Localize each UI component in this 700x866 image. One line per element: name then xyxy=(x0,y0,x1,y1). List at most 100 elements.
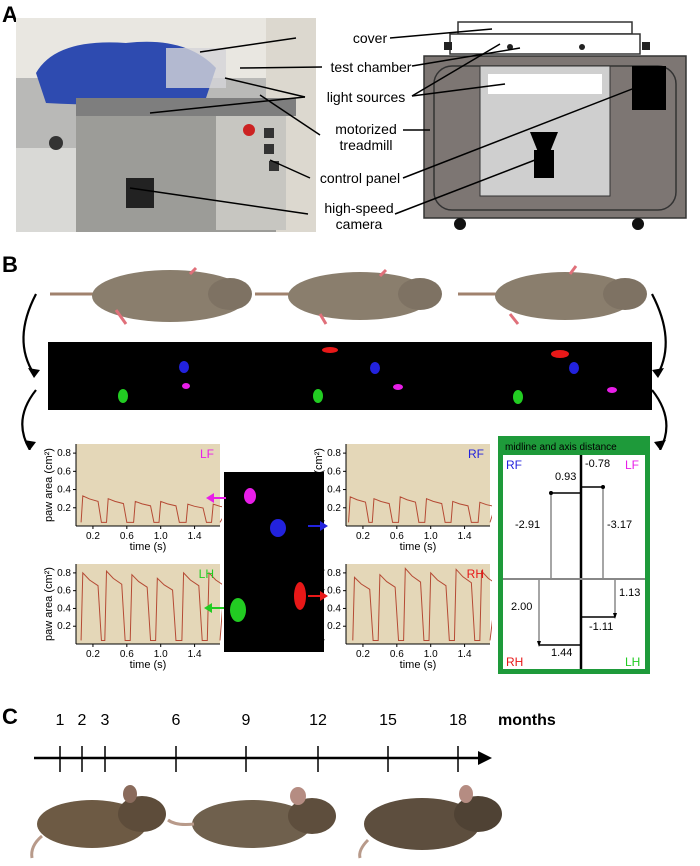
midline-diagram xyxy=(503,455,645,669)
mouse-side-1 xyxy=(30,785,166,859)
y-tick-label: 0.4 xyxy=(327,485,341,496)
x-tick-label: 0.2 xyxy=(356,649,370,660)
callout-treadmill: treadmill xyxy=(339,137,393,153)
panel-b-letter: B xyxy=(2,252,18,277)
x-axis-label: time (s) xyxy=(400,541,437,553)
corner-rf: RF xyxy=(506,458,522,472)
callout-light-sources: light sources xyxy=(326,89,406,105)
month-label: 18 xyxy=(449,712,467,729)
paw-area-trace xyxy=(348,496,492,523)
x-tick-label: 0.6 xyxy=(120,649,134,660)
y-tick-label: 0.8 xyxy=(57,448,71,459)
month-label: 1 xyxy=(55,712,65,729)
val-2-00: 2.00 xyxy=(511,601,533,613)
x-tick-label: 1.4 xyxy=(458,531,472,542)
mouse-side-2 xyxy=(167,787,336,848)
timeline-unit: months xyxy=(498,712,556,729)
val-neg-0-78: -0.78 xyxy=(585,458,611,470)
y-tick-label: 0.4 xyxy=(57,603,71,614)
y-tick-label: 0.4 xyxy=(57,485,71,496)
limb-label: RF xyxy=(468,447,484,461)
y-tick-label: 0.6 xyxy=(327,466,341,477)
x-tick-label: 1.0 xyxy=(424,649,438,660)
month-label: 12 xyxy=(309,712,327,729)
x-tick-label: 0.6 xyxy=(390,649,404,660)
mouse-side-photos xyxy=(30,785,502,859)
x-tick-label: 1.0 xyxy=(424,531,438,542)
limb-label: LF xyxy=(200,447,214,461)
y-tick-label: 0.2 xyxy=(57,503,71,514)
month-label: 2 xyxy=(77,712,87,729)
val-0-93: 0.93 xyxy=(555,471,577,483)
limb-label: LH xyxy=(199,567,214,581)
panel-c-letter: C xyxy=(2,704,18,729)
corner-lf: LF xyxy=(625,458,640,472)
callout-motorized: motorized xyxy=(335,121,397,137)
val-neg-2-91: -2.91 xyxy=(515,519,541,531)
panel-a-letter: A xyxy=(2,2,18,27)
x-tick-label: 1.4 xyxy=(188,531,202,542)
treadmill-schematic xyxy=(423,21,687,230)
y-tick-label: 0.8 xyxy=(327,568,341,579)
x-tick-label: 1.0 xyxy=(154,649,168,660)
val-1-13: 1.13 xyxy=(619,587,641,599)
setup-photo xyxy=(16,18,316,232)
x-tick-label: 0.2 xyxy=(356,531,370,542)
x-tick-label: 1.0 xyxy=(154,531,168,542)
mouse-top-2 xyxy=(255,268,442,325)
callout-cover: cover xyxy=(352,30,388,46)
midline-title: midline and axis distance xyxy=(505,442,617,453)
x-tick-label: 0.6 xyxy=(390,531,404,542)
y-tick-label: 0.8 xyxy=(57,568,71,579)
y-tick-label: 0.2 xyxy=(327,621,341,632)
paw-area-trace xyxy=(352,567,492,641)
mouse-top-1 xyxy=(50,266,252,325)
paw-area-trace xyxy=(80,569,222,641)
corner-lh: LH xyxy=(625,655,641,669)
y-tick-label: 0.6 xyxy=(327,586,341,597)
val-1-44: 1.44 xyxy=(551,647,573,659)
month-label: 15 xyxy=(379,712,397,729)
x-tick-label: 0.2 xyxy=(86,649,100,660)
midline-box: midline and axis distance RF LF RH LH 0.… xyxy=(498,436,650,674)
paw-print-strip xyxy=(48,342,652,410)
val-neg-3-17: -3.17 xyxy=(607,519,633,531)
mouse-side-3 xyxy=(358,785,502,859)
x-tick-label: 1.4 xyxy=(458,649,472,660)
y-tick-label: 0.2 xyxy=(57,621,71,632)
paw-center-image xyxy=(224,472,324,652)
callout-control-panel: control panel xyxy=(319,170,401,186)
callout-test-chamber: test chamber xyxy=(330,59,412,75)
chart-lh: 0.2 0.4 0.6 0.8 0.2 0.6 1.0 1.4 time (s) paw area… xyxy=(43,564,222,671)
paw-area-trace xyxy=(80,495,222,523)
timeline-axis xyxy=(34,746,492,772)
callout-lines xyxy=(129,28,646,215)
callout-high-speed: high-speed xyxy=(324,200,394,216)
x-axis-label: time (s) xyxy=(400,659,437,671)
month-label: 3 xyxy=(100,712,110,729)
y-axis-label: paw area (cm²) xyxy=(43,448,55,522)
y-tick-label: 0.6 xyxy=(57,466,71,477)
y-axis-label: paw area (cm²) xyxy=(43,567,55,641)
mouse-top-3 xyxy=(458,265,647,325)
x-tick-label: 1.4 xyxy=(188,649,202,660)
y-tick-label: 0.2 xyxy=(327,503,341,514)
x-axis-label: time (s) xyxy=(130,659,167,671)
plot-area xyxy=(346,444,490,526)
limb-label: RH xyxy=(467,567,484,581)
month-label: 9 xyxy=(241,712,251,729)
flow-arrows xyxy=(21,293,668,450)
x-tick-label: 0.6 xyxy=(120,531,134,542)
paw-arrows xyxy=(204,493,328,613)
mouse-top-views xyxy=(50,265,647,325)
y-tick-label: 0.4 xyxy=(327,603,341,614)
plot-area xyxy=(76,444,220,526)
y-tick-label: 0.8 xyxy=(327,448,341,459)
val-neg-1-11: -1.11 xyxy=(589,621,614,633)
plot-area xyxy=(346,564,490,644)
month-label: 6 xyxy=(171,712,181,729)
corner-rh: RH xyxy=(506,655,524,669)
y-tick-label: 0.6 xyxy=(57,586,71,597)
